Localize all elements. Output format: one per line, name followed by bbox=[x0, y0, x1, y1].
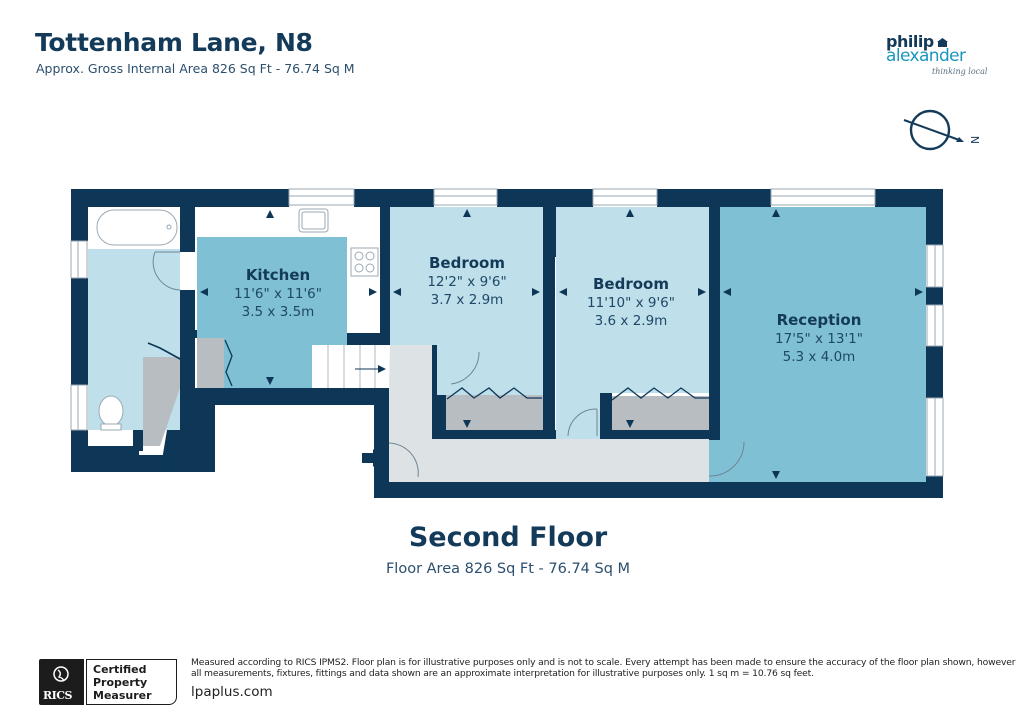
hallway-floor bbox=[389, 345, 709, 482]
logo-tagline: thinking local bbox=[932, 67, 988, 76]
brand-logo: philip alexander thinking local bbox=[886, 34, 996, 84]
windows bbox=[70, 188, 944, 477]
website-link[interactable]: lpaplus.com bbox=[191, 684, 273, 700]
rics-logo-block: RICS bbox=[39, 659, 84, 705]
entrance-arrow-icon bbox=[362, 449, 382, 467]
bathroom-storage bbox=[143, 357, 180, 446]
certified-measurer-box: Certified Property Measurer bbox=[86, 659, 177, 705]
stairs bbox=[312, 345, 390, 388]
toilet bbox=[98, 395, 124, 427]
doors bbox=[147, 251, 745, 478]
page-title: Tottenham Lane, N8 bbox=[35, 28, 313, 57]
bedroom-1-floor bbox=[390, 207, 543, 345]
house-icon bbox=[937, 38, 948, 47]
logo-alexander-text: alexander bbox=[886, 46, 966, 66]
kitchen-storage bbox=[197, 338, 224, 388]
room-label-bedroom-2: Bedroom 11'10" x 9'6" 3.6 x 2.9m bbox=[587, 275, 675, 329]
reception-floor bbox=[720, 207, 926, 482]
room-label-bedroom-1: Bedroom 12'2" x 9'6" 3.7 x 2.9m bbox=[427, 254, 507, 308]
walls bbox=[71, 189, 943, 498]
bedroom-2-wardrobe bbox=[612, 396, 709, 430]
rics-badge: RICS Certified Property Measurer bbox=[39, 659, 177, 705]
north-arrow-icon: N bbox=[903, 109, 982, 151]
floor-title: Second Floor bbox=[408, 522, 608, 553]
bathtub bbox=[96, 209, 178, 246]
room-label-kitchen: Kitchen 11'6" x 11'6" 3.5 x 3.5m bbox=[234, 266, 322, 320]
cert-line-2: Property bbox=[93, 676, 148, 689]
room-fills bbox=[88, 207, 926, 482]
room-label-reception: Reception 17'5" x 13'1" 5.3 x 4.0m bbox=[775, 311, 863, 365]
bedroom-1-wardrobe bbox=[446, 395, 543, 430]
logo-philip-text: philip bbox=[886, 32, 934, 51]
disclaimer-text: Measured according to RICS IPMS2. Floor … bbox=[191, 657, 1016, 679]
rics-text: RICS bbox=[43, 689, 73, 702]
gross-area-subtitle: Approx. Gross Internal Area 826 Sq Ft - … bbox=[36, 61, 355, 76]
dimension-markers bbox=[200, 209, 923, 479]
rics-lion-icon bbox=[53, 666, 69, 682]
bedroom-2-floor bbox=[556, 207, 709, 393]
fixtures bbox=[96, 208, 379, 431]
hob bbox=[350, 247, 379, 277]
floor-area: Floor Area 826 Sq Ft - 76.74 Sq M bbox=[385, 561, 631, 577]
compass-n-label: N bbox=[969, 136, 982, 144]
cert-line-1: Certified bbox=[93, 663, 147, 676]
cert-line-3: Measurer bbox=[93, 689, 152, 702]
